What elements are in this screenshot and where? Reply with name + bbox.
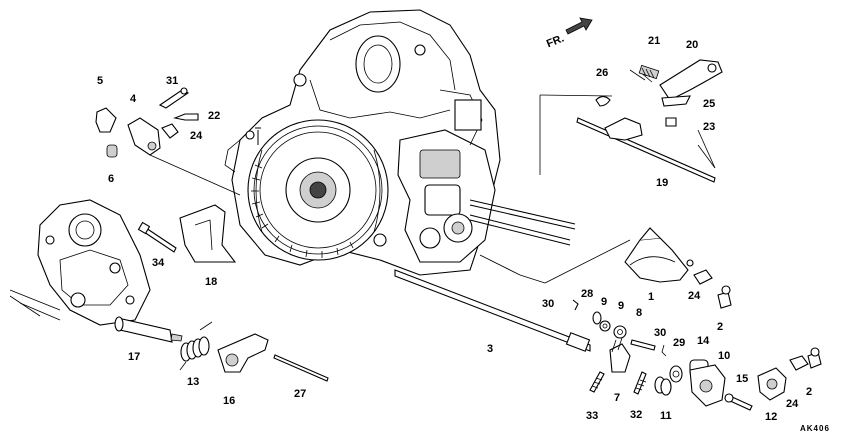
bottom-left-parts (114, 316, 329, 382)
callout-24-left: 24 (190, 130, 203, 142)
callout-4: 4 (130, 93, 137, 105)
callout-6: 6 (108, 173, 114, 185)
callout-23: 23 (703, 121, 715, 133)
shift-arm-assembly (576, 59, 723, 183)
callout-2-mid: 2 (717, 321, 723, 333)
left-cover-plate (9, 199, 151, 326)
callout-20: 20 (686, 39, 698, 51)
callout-1: 1 (648, 291, 654, 303)
callout-22: 22 (208, 110, 220, 122)
callout-17: 17 (128, 351, 140, 363)
callout-13: 13 (187, 376, 199, 388)
fork-fasteners (693, 269, 732, 309)
callout-27: 27 (294, 388, 306, 400)
callout-2-right: 2 (806, 386, 812, 398)
callout-5: 5 (97, 75, 103, 87)
callout-9-left: 9 (601, 296, 607, 308)
callout-14: 14 (697, 335, 710, 347)
transmission-housing (224, 9, 501, 276)
shift-rods (469, 199, 576, 276)
callout-9-right: 9 (618, 300, 624, 312)
callout-labels: 21 20 26 25 23 19 5 31 4 22 24 6 34 18 1… (97, 35, 812, 423)
callout-21: 21 (648, 35, 660, 47)
callout-10: 10 (718, 350, 730, 362)
callout-24-mid: 24 (688, 290, 701, 302)
callout-24-right: 24 (786, 398, 799, 410)
shift-fork-1 (624, 227, 694, 283)
callout-28: 28 (581, 288, 593, 300)
callout-18: 18 (205, 276, 217, 288)
callout-11: 11 (660, 410, 672, 422)
callout-33: 33 (586, 410, 598, 422)
direction-label: FR. (545, 32, 566, 50)
callout-32: 32 (630, 409, 642, 421)
callout-15: 15 (736, 373, 748, 385)
diagram-code: AK406 (800, 424, 830, 433)
direction-indicator: FR. (545, 17, 593, 50)
callout-3: 3 (487, 343, 493, 355)
callout-31: 31 (166, 75, 178, 87)
callout-34: 34 (152, 257, 165, 269)
callout-29: 29 (673, 337, 685, 349)
spring-13 (179, 321, 213, 371)
callout-25: 25 (703, 98, 715, 110)
callout-26: 26 (596, 67, 608, 79)
bottom-right-cluster (572, 299, 822, 411)
callout-16: 16 (223, 395, 235, 407)
callout-7: 7 (614, 392, 620, 404)
callout-30-top: 30 (542, 298, 554, 310)
shift-shaft-3 (394, 269, 591, 352)
left-small-parts (95, 87, 237, 263)
callout-30-bottom: 30 (654, 327, 666, 339)
callout-12: 12 (765, 411, 777, 423)
callout-8: 8 (636, 307, 642, 319)
callout-19: 19 (656, 177, 668, 189)
